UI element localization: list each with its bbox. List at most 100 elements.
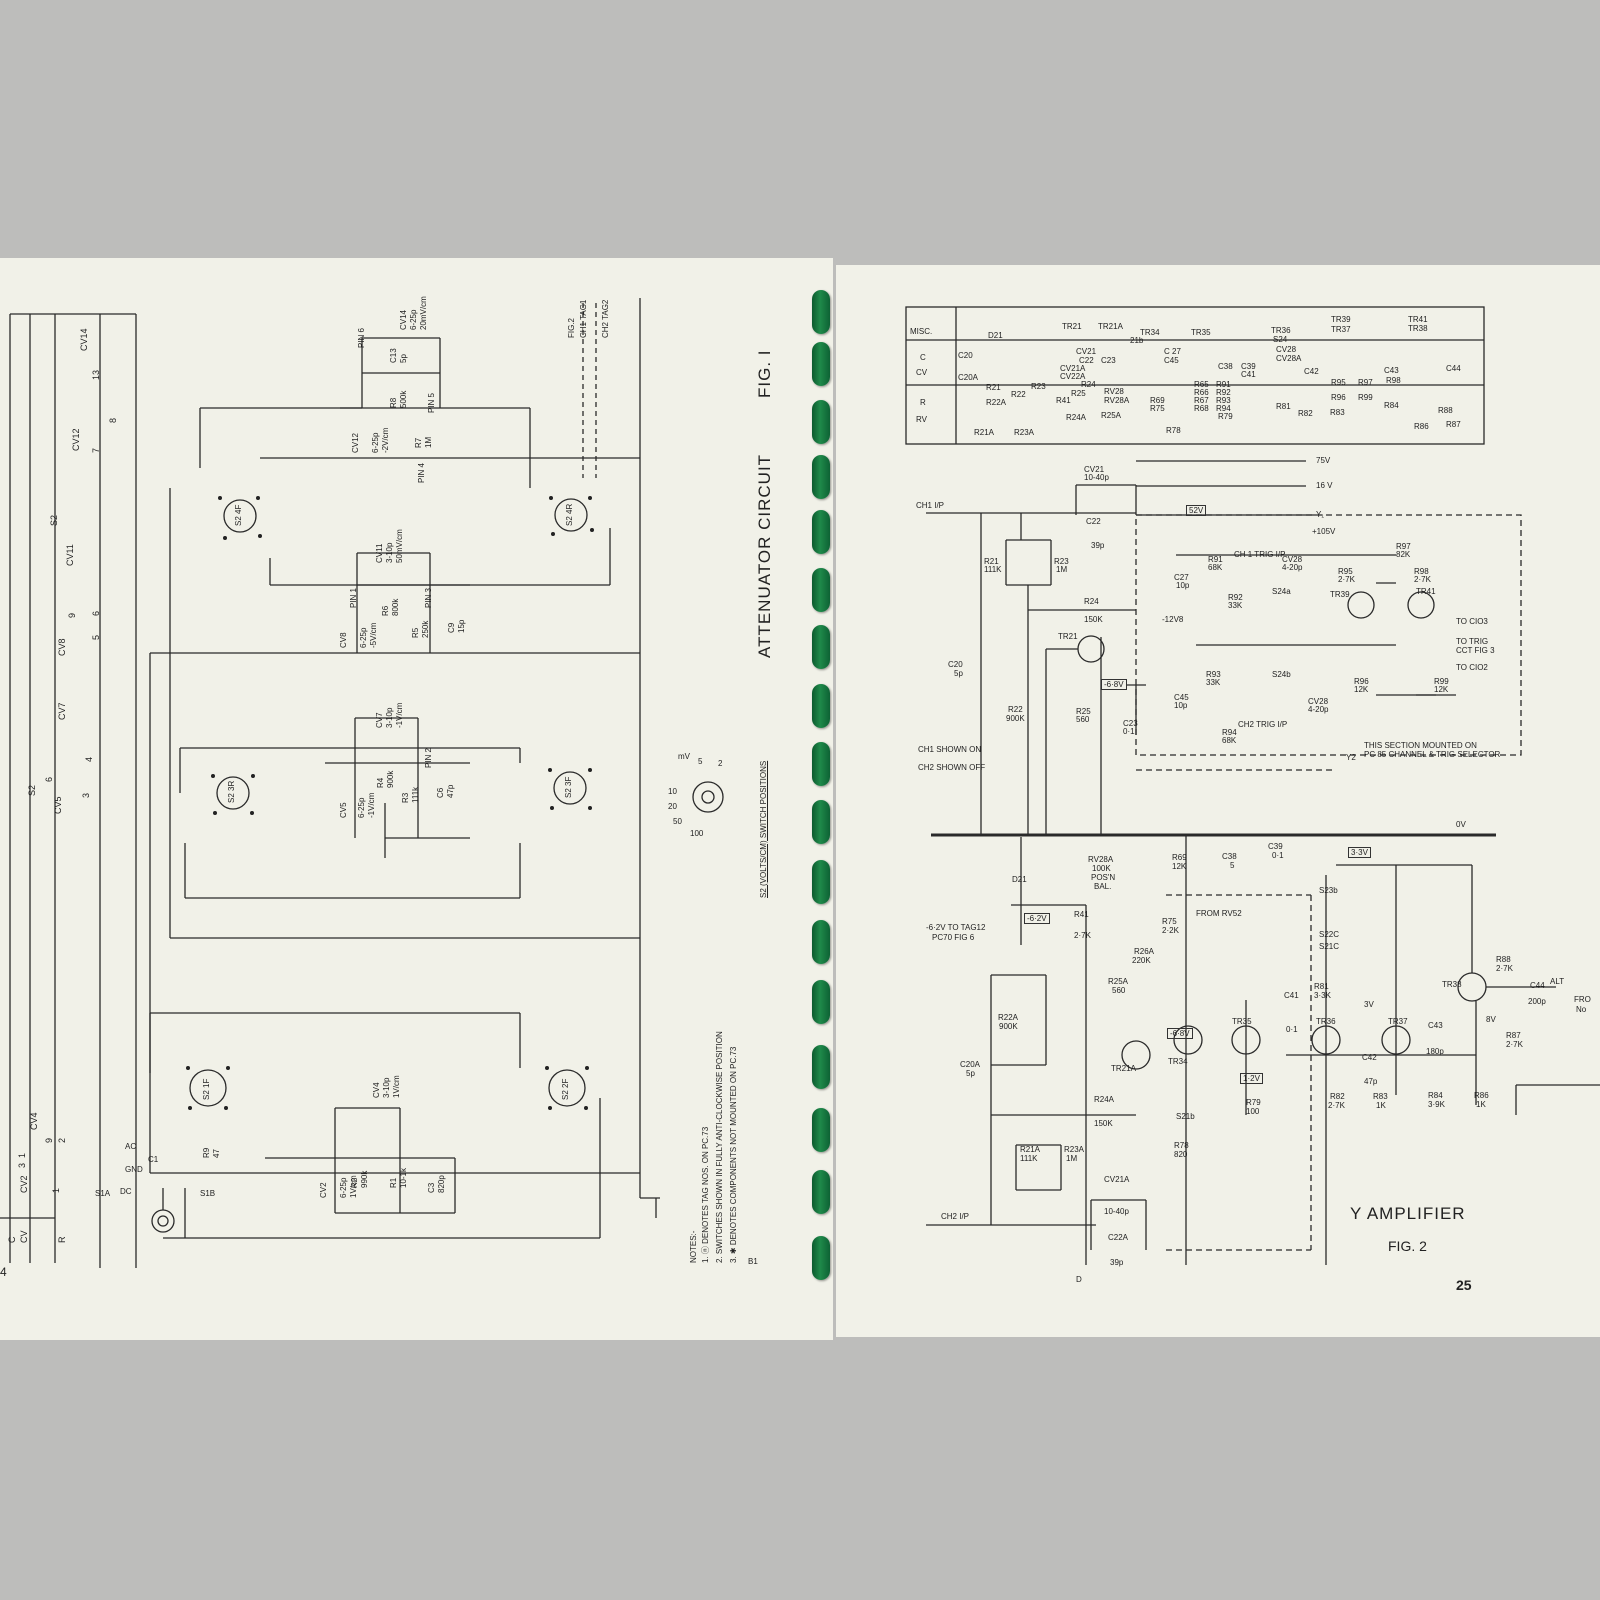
alt-label: ALT	[1550, 977, 1565, 986]
r78-label: R78	[1174, 1141, 1189, 1150]
table-2: 2	[57, 1137, 67, 1143]
cv7-value: 3-10p	[385, 707, 394, 728]
r97-value: 82K	[1396, 550, 1411, 559]
r69-label: R69	[1172, 853, 1187, 862]
pin6-label: PIN 6	[357, 327, 366, 348]
r22-value: 900K	[1006, 714, 1025, 723]
r-r87: R87	[1446, 420, 1461, 429]
fig2-label: FIG.2	[567, 317, 576, 338]
c44-value: 200p	[1528, 997, 1546, 1006]
table-cv5: CV5	[53, 796, 63, 814]
tr21a-label: TR21A	[1111, 1064, 1136, 1073]
s1a-label: S1A	[95, 1189, 111, 1198]
c-cv22a: CV22A	[1060, 372, 1086, 381]
c1-label: C1	[148, 1155, 159, 1164]
c-cv21a: CV21A	[1060, 364, 1086, 373]
switch-value-100: 100	[690, 829, 704, 838]
ac-label: AC	[125, 1142, 137, 1151]
misc-tr37: TR37	[1331, 325, 1351, 334]
s2-1f-label: S2 1F	[202, 1078, 211, 1100]
r23-label: R23	[1054, 557, 1069, 566]
r-r95: R95	[1331, 378, 1346, 387]
table-c: C	[7, 1236, 17, 1244]
cv4-value: 3-10p	[382, 1077, 391, 1098]
misc-tr39: TR39	[1331, 315, 1351, 324]
r91-label: R91	[1208, 555, 1223, 564]
dc-label: DC	[120, 1187, 132, 1196]
r-r99: R99	[1358, 393, 1373, 402]
cv8-sens: -5V/cm	[369, 622, 378, 648]
s2-2f-label: S2 2F	[561, 1078, 570, 1100]
switch-value-20: 20	[668, 802, 677, 811]
r-r67: R67	[1194, 396, 1209, 405]
cv11-label: CV11	[375, 543, 384, 563]
cv4-label: CV4	[372, 1082, 381, 1098]
r-rv28a: RV28A	[1104, 396, 1130, 405]
s2-4r-label: S2 4R	[565, 503, 574, 526]
r92-label: R92	[1228, 593, 1243, 602]
r5-label: R5	[411, 627, 420, 638]
y-amplifier-title: Y AMPLIFIER	[1350, 1204, 1466, 1223]
r24a-label: R24A	[1094, 1095, 1115, 1104]
r3-value: 111k	[411, 786, 420, 803]
left-page: CV14 13 CV12 7 8 S2 CV11 9 6 CV8 5 CV7 4…	[0, 258, 833, 1340]
cv2-value: 6-25p	[339, 1177, 348, 1198]
r-r21a: R21A	[974, 428, 995, 437]
table-cv14: CV14	[79, 328, 89, 351]
tr35-label: TR35	[1232, 1017, 1252, 1026]
cv4-sens: 1V/cm	[392, 1075, 401, 1098]
r86-label: R86	[1474, 1091, 1489, 1100]
switch-value-2: 2	[718, 759, 723, 768]
attenuator-schematic	[0, 298, 724, 1268]
c-cv21: CV21	[1076, 347, 1097, 356]
cv28a-value: 4-20p	[1308, 705, 1329, 714]
table-13: 13	[91, 369, 101, 380]
note-3: 3. ✱ DENOTES COMPONENTS NOT MOUNTED ON P…	[729, 1046, 738, 1263]
misc-s24: S24	[1273, 335, 1288, 344]
r-r79: R79	[1218, 412, 1233, 421]
r22a-label: R22A	[998, 1013, 1019, 1022]
row-label-misc: MISC.	[910, 327, 933, 336]
r22a-value: 900K	[999, 1022, 1018, 1031]
r87-value: 2·7K	[1506, 1040, 1523, 1049]
r7-value: 1M	[424, 436, 433, 448]
r84-label: R84	[1428, 1091, 1443, 1100]
c20a-label: C20A	[960, 1060, 981, 1069]
c38-value: 5	[1230, 861, 1235, 870]
r-r22: R22	[1011, 390, 1026, 399]
ch2-tag-label: CH2 TAG2	[601, 299, 610, 338]
r24-value: 150K	[1084, 615, 1103, 624]
cv5-label: CV5	[339, 802, 348, 818]
pin3-label: PIN 3	[424, 587, 433, 608]
table-cv8: CV8	[57, 638, 67, 656]
v105-label: +105V	[1312, 527, 1336, 536]
c43-label: C43	[1428, 1021, 1443, 1030]
r-r22a: R22A	[986, 398, 1007, 407]
y2-label: Y2	[1346, 753, 1356, 762]
r26a-value: 220K	[1132, 956, 1151, 965]
r-r25: R25	[1071, 389, 1086, 398]
c9-label: C9	[447, 622, 456, 633]
table-cv4: CV4	[29, 1112, 39, 1130]
switch-value-50: 50	[673, 817, 682, 826]
r83-label: R83	[1373, 1092, 1388, 1101]
pin2-label: PIN 2	[424, 747, 433, 768]
r9-value: 47	[212, 1149, 221, 1158]
r-r94: R94	[1216, 404, 1231, 413]
r4-label: R4	[376, 777, 385, 788]
r-r82: R82	[1298, 409, 1313, 418]
rail-0v: 0V	[1456, 820, 1466, 829]
r-r24: R24	[1081, 380, 1096, 389]
r-r91: R91	[1216, 380, 1231, 389]
cv11-sens: 50mV/cm	[395, 529, 404, 563]
r-r23a: R23A	[1014, 428, 1035, 437]
r-r69: R69	[1150, 396, 1165, 405]
c44-label: C44	[1530, 981, 1545, 990]
r21-value: 111K	[984, 565, 1002, 574]
r41-value: 2·7K	[1074, 931, 1091, 940]
c9-value: 15p	[457, 619, 466, 633]
v52-badge: 52V	[1186, 505, 1207, 516]
misc-21b: 21b	[1130, 336, 1144, 345]
ch1-input-label: CH1 I/P	[916, 501, 945, 510]
c41-value: 0·1	[1286, 1025, 1298, 1034]
